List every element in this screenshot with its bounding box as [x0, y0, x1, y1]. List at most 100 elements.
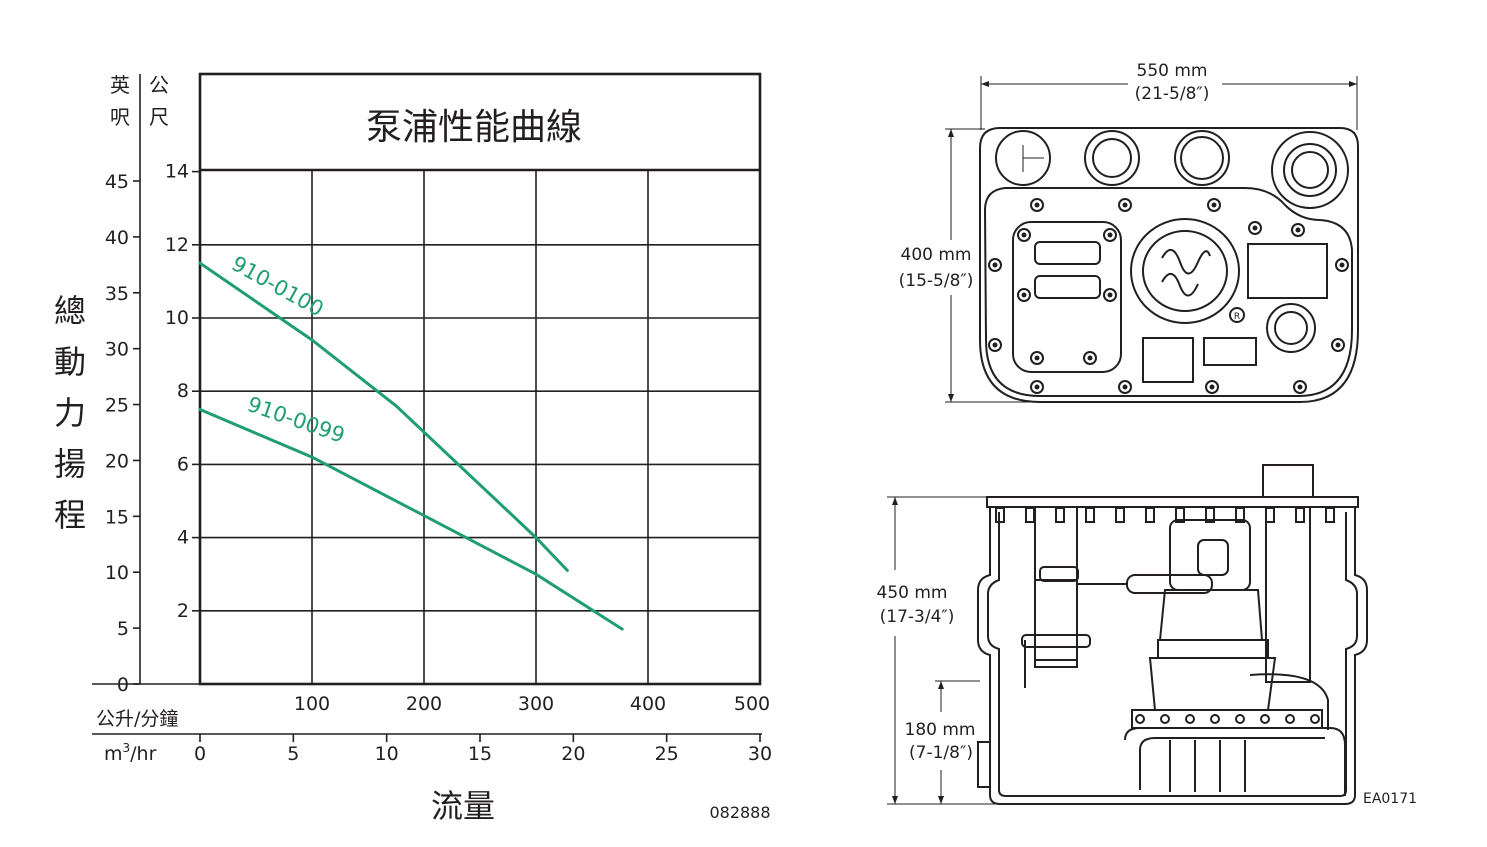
y-feet-unit-2: 呎	[110, 105, 130, 129]
y-axis-label-char: 動	[54, 343, 86, 381]
y-meters-tick-label: 14	[165, 161, 189, 183]
arrow-icon	[1349, 81, 1357, 87]
x-secondary-tick-label: 25	[655, 743, 679, 765]
inlet-in-label: (7-1/8″)	[909, 743, 973, 763]
bolt-center	[1209, 384, 1215, 390]
lid-bolt-icon	[1295, 507, 1305, 523]
chart-series	[198, 261, 624, 631]
x-primary-tick-label: 400	[630, 693, 666, 715]
base-bolt-icon	[1160, 714, 1170, 724]
bolt-icon	[1118, 380, 1132, 394]
bolt-center	[1295, 227, 1301, 233]
bolt-icon	[1030, 351, 1044, 365]
series-line-910-0100	[198, 261, 569, 572]
bolt-icon	[1030, 380, 1044, 394]
lid-bolt-icon	[1265, 507, 1275, 523]
x-primary-tick-label: 200	[406, 693, 442, 715]
arrow-icon	[892, 796, 898, 804]
bolt-center	[1034, 202, 1040, 208]
registered-mark: R	[1234, 312, 1240, 322]
lid-bolt-icon	[1085, 507, 1095, 523]
float-switch-clamp	[1021, 634, 1091, 648]
label-plate	[1142, 337, 1194, 383]
float-switch-rod	[1034, 506, 1078, 668]
panel-slot	[1034, 241, 1101, 265]
height-in-label: (17-3/4″)	[880, 607, 955, 627]
base-bolt-icon	[1285, 714, 1295, 724]
bolt-center	[1297, 384, 1303, 390]
label-plate	[1247, 243, 1328, 299]
pump-motor-top	[1169, 519, 1251, 591]
discharge-elbow	[1249, 673, 1329, 730]
drawing-code: EA0171	[1363, 791, 1417, 807]
bolt-icon	[1017, 288, 1031, 302]
depth-mm-label: 400 mm	[901, 245, 972, 265]
x-secondary-tick-label: 20	[561, 743, 585, 765]
y-feet-tick-label: 45	[105, 171, 129, 193]
arrow-icon	[948, 394, 954, 402]
arrow-icon	[892, 497, 898, 505]
width-mm-label: 550 mm	[1137, 61, 1208, 81]
x-primary-tick-label: 500	[734, 693, 770, 715]
discharge-port-inner	[1283, 143, 1337, 197]
y-feet-tick-label: 25	[105, 395, 129, 417]
inlet-boss	[977, 741, 991, 788]
inlet-port-icon	[1084, 130, 1140, 186]
base-bolt-icon	[1185, 714, 1195, 724]
bolt-icon	[1293, 380, 1307, 394]
basin-outer-wall	[977, 507, 1368, 805]
inlet-port-icon	[1174, 130, 1230, 186]
brand-logo-wave	[1161, 249, 1211, 297]
bolt-icon	[1248, 221, 1262, 235]
y-feet-tick-label: 40	[105, 227, 129, 249]
base-bolt-icon	[1210, 714, 1220, 724]
small-port-inner	[1274, 311, 1308, 345]
arrow-icon	[981, 81, 989, 87]
chart-frame	[198, 72, 762, 686]
side-view-drawing: 450 mm (17-3/4″) 180 mm (7-1/8″)	[877, 464, 1417, 807]
discharge-port-core	[1291, 151, 1329, 189]
bolt-center	[992, 262, 998, 268]
pump-motor-housing	[1158, 589, 1264, 641]
x-secondary-unit-base: m	[104, 743, 123, 765]
base-bolt-icon	[1135, 714, 1145, 724]
base-bolt-icon	[1260, 714, 1270, 724]
y-meters-tick-label: 12	[165, 234, 189, 256]
bolt-icon	[1030, 198, 1044, 212]
top-view-drawing: 550 mm (21-5/8″) 400 mm (15-5/8″)	[899, 61, 1359, 403]
pump-volute	[1148, 657, 1277, 711]
basin-top-outline	[979, 127, 1359, 403]
depth-in-label: (15-5/8″)	[899, 271, 974, 291]
x-secondary-unit-sup: 3	[123, 741, 131, 755]
inlet-port-inner	[1180, 136, 1224, 180]
lid-bolt-icon	[1055, 507, 1065, 523]
brand-logo-ring	[1142, 230, 1228, 312]
bolt-center	[1107, 232, 1113, 238]
access-panel	[1012, 221, 1122, 373]
chart-figure-code: 082888	[709, 803, 770, 822]
bolt-center	[1034, 355, 1040, 361]
y-feet-tick-label: 15	[105, 506, 129, 528]
base-bolt-icon	[1310, 714, 1320, 724]
y-meters-tick-label: 8	[177, 380, 189, 402]
bolt-icon	[988, 258, 1002, 272]
bolt-center	[1122, 202, 1128, 208]
series-label-910-0099: 910-0099	[244, 392, 347, 448]
arrow-icon	[948, 129, 954, 137]
y-meters-tick-label: 10	[165, 307, 189, 329]
bolt-icon	[1103, 228, 1117, 242]
x-secondary-unit-suffix: /hr	[130, 743, 156, 765]
lid-bolt-icon	[1175, 507, 1185, 523]
bolt-center	[1252, 225, 1258, 231]
y-feet-tick-label: 0	[117, 674, 129, 696]
y-feet-tick-label: 30	[105, 339, 129, 361]
bolt-icon	[1017, 228, 1031, 242]
panel-slot	[1034, 275, 1101, 299]
inlet-mm-label: 180 mm	[905, 720, 976, 740]
x-primary-tick-label: 100	[294, 693, 330, 715]
lid-bolt-icon	[1325, 507, 1335, 523]
cover-plate-outline	[983, 187, 1353, 397]
